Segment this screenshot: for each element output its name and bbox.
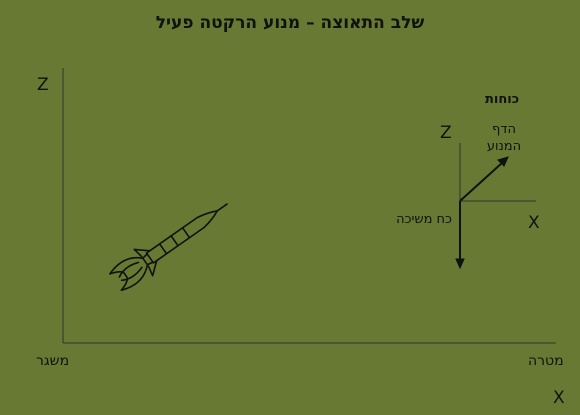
drag-label: כח משיכה: [396, 212, 452, 227]
launcher-label: משגר: [36, 353, 70, 369]
thrust-arrow: [459, 156, 509, 202]
forces-title: כוחות: [485, 92, 520, 107]
forces-z-label: Z: [440, 123, 452, 143]
thrust-label: הדף המנוע: [486, 122, 522, 154]
z-axis-label: Z: [37, 75, 49, 95]
drag-arrow: [455, 201, 465, 270]
page-title: שלב התאוצה – מנוע הרקטה פעיל: [155, 13, 425, 33]
rocket-icon: [109, 203, 228, 292]
forces-x-label: X: [528, 213, 540, 233]
target-label: מטרה: [528, 353, 564, 369]
x-axis-label: X: [553, 388, 565, 408]
